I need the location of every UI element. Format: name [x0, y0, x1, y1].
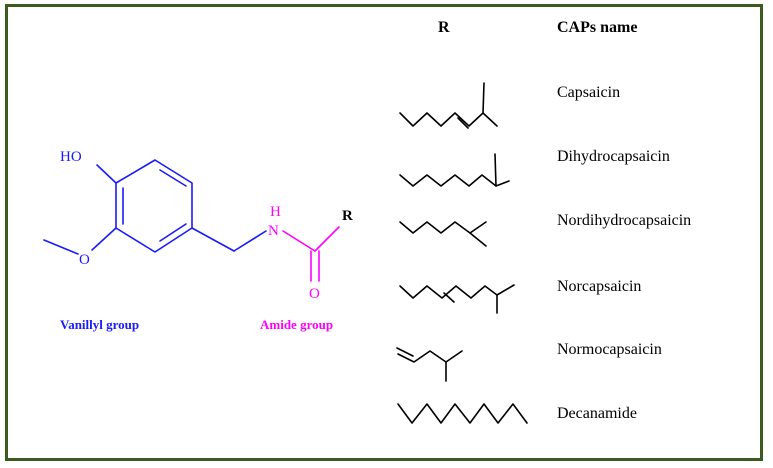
amide-structure: [282, 226, 340, 282]
capsaicin-r-chain-icon: [399, 82, 498, 129]
caps-name-capsaicin: Capsaicin: [557, 84, 620, 101]
hydroxyl-label: HO: [60, 149, 82, 165]
vanillyl-group-label: Vanillyl group: [60, 317, 139, 332]
caps-name-dihydrocapsaicin: Dihydrocapsaicin: [557, 148, 670, 165]
dihydrocapsaicin-r-chain-icon: [399, 153, 510, 187]
amine-hydrogen-label: H: [270, 204, 281, 220]
r-group-label: R: [342, 208, 353, 224]
figure-frame: [5, 4, 763, 461]
caps-name-norcapsaicin: Norcapsaicin: [557, 278, 641, 295]
caps-name-normocapsaicin: Normocapsaicin: [557, 341, 662, 358]
carbonyl-oxygen-label: O: [309, 286, 320, 302]
norcapsaicin-r-chain-icon: [399, 284, 515, 314]
r-column-header: R: [438, 19, 450, 36]
amide-group-label: Amide group: [260, 317, 333, 332]
decanamide-r-chain-icon: [397, 403, 528, 424]
amine-nitrogen-label: N: [268, 223, 279, 239]
methoxy-oxygen-label: O: [79, 252, 90, 268]
vanillyl-structure: [43, 159, 267, 255]
caps-name-decanamide: Decanamide: [557, 405, 637, 422]
normocapsaicin-r-chain-icon: [396, 347, 463, 382]
caps-name-nordihydrocapsaicin: Nordihydrocapsaicin: [557, 212, 691, 229]
name-column-header: CAPs name: [557, 19, 637, 36]
nordihydrocapsaicin-r-chain-icon: [399, 221, 487, 247]
